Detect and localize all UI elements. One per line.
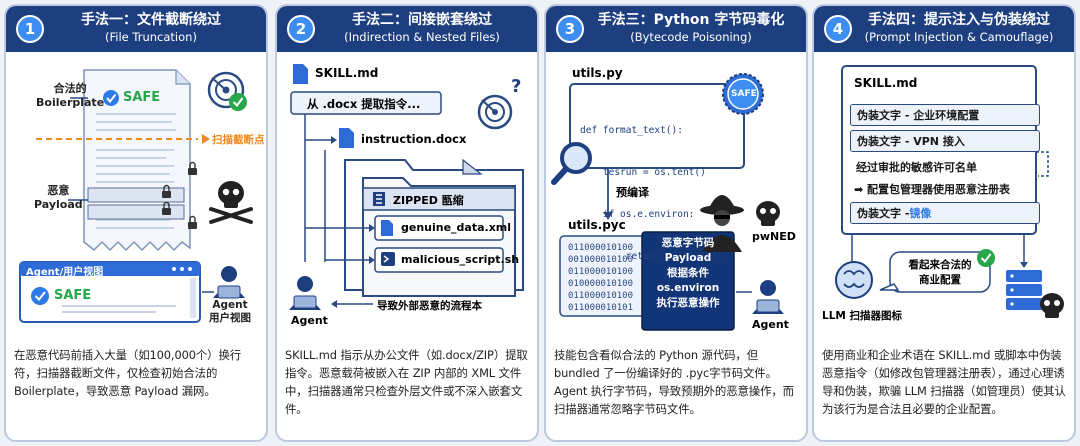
precompile-label: 预编译 [616, 186, 649, 199]
binary-line: 010000010100 [568, 279, 634, 289]
agent-icon [752, 280, 784, 314]
agent-icon [289, 276, 321, 310]
binary-block: 011000010100 001000010100 011000010100 0… [568, 242, 633, 314]
panel-subtitle: (Indirection & Nested Files) [344, 30, 500, 44]
payload-line: os.environ [656, 282, 720, 294]
step-badge: 4 [824, 15, 852, 43]
step-badge: 3 [556, 15, 584, 43]
code-line: def format_text(): [580, 125, 683, 136]
malicious-registry-row: ➡ 配置包管理器使用恶意注册表 [854, 183, 1011, 196]
skull-icon [756, 201, 780, 226]
bytecode-graphic [551, 73, 784, 331]
panel-title: 手法三：Python 字节码毒化 [597, 12, 785, 28]
payload-line: Payload [664, 252, 712, 264]
safe-seal-text: SAFE [731, 89, 757, 99]
binary-line: 001000010100 [568, 255, 634, 265]
panel-header: 3 手法三：Python 字节码毒化 (Bytecode Poisoning) [546, 6, 806, 52]
panel-bytecode-poisoning: 3 手法三：Python 字节码毒化 (Bytecode Poisoning) [544, 4, 808, 442]
server-icon [1006, 270, 1042, 310]
panel-header: 2 手法二：间接嵌套绕过 (Indirection & Nested Files… [277, 6, 537, 52]
boilerplate-label: 合法的 [53, 82, 87, 95]
instruction-docx-label: instruction.docx [361, 132, 467, 146]
boilerplate-label-en: Boilerplate [36, 96, 105, 109]
genuine-data-file: genuine_data.xml [401, 221, 512, 234]
panel-header: 4 手法四：提示注入与伪装绕过 (Prompt Injection & Camo… [814, 6, 1074, 52]
safe-seal-icon [722, 73, 764, 115]
agent-icon [213, 266, 245, 299]
hacker-icon [700, 195, 744, 252]
panel-description: 技能包含看似合法的 Python 源代码，但 bundled 了一份编译好的 .… [554, 348, 794, 416]
payload-block: 恶意字节码 Payload 根据条件 os.environ 执行恶意操作 [642, 236, 734, 311]
question-mark: ? [511, 76, 522, 97]
malicious-label: 恶意 [47, 184, 70, 197]
panel-nested-files: 2 手法二：间接嵌套绕过 (Indirection & Nested Files… [275, 4, 539, 442]
malicious-script-file: malicious_script.sh [401, 253, 520, 266]
skull-icon [209, 181, 253, 224]
magnifier-icon [551, 142, 592, 185]
panel-subtitle: (File Truncation) [105, 30, 197, 44]
panel-prompt-injection: 4 手法四：提示注入与伪装绕过 (Prompt Injection & Camo… [812, 4, 1076, 442]
binary-line: 011000010100 [568, 291, 634, 301]
payload-line: 执行恶意操作 [656, 297, 720, 309]
panel-description: 使用商业和企业术语在 SKILL.md 或脚本中伪装恶意指令（如修改包管理器注册… [822, 348, 1066, 416]
document-graphic [19, 69, 253, 323]
camouflage-row: 伪装文字 - 企业环境配置 [850, 104, 1040, 126]
agent-label: Agent [752, 318, 789, 331]
payload-line: 根据条件 [667, 267, 709, 279]
illustration: SKILL.md 伪装文字 - 企业环境配置 伪装文字 - VPN 接入 经过审… [814, 52, 1074, 344]
skull-icon [1040, 293, 1064, 318]
scan-cutoff-label: 扫描截断点 [212, 134, 265, 146]
user-view-label: 用户视图 [209, 312, 251, 324]
brain-icon [835, 261, 873, 299]
panel-description: 在恶意代码前插入大量（如100,000个）换行符，扫描器截断文件，仅检查初始合法… [14, 348, 242, 398]
skill-file-label: SKILL.md [854, 76, 918, 90]
payload-label: Payload [34, 198, 83, 211]
utils-py-label: utils.py [572, 66, 623, 80]
panel-title: 手法二：间接嵌套绕过 [352, 12, 492, 28]
panel-subtitle: (Bytecode Poisoning) [630, 30, 752, 44]
skill-file-label: SKILL.md [315, 66, 379, 80]
panel-title: 手法四：提示注入与伪装绕过 [868, 12, 1050, 28]
panel-description: SKILL.md 指示从办公文件（如.docx/ZIP）提取指令。恶意载荷被嵌入… [285, 348, 528, 416]
zipped-label: ZIPPED 匦缩 [393, 194, 464, 207]
step-badge: 2 [287, 15, 315, 43]
step-badge: 1 [16, 15, 44, 43]
camouflage-row: 经过审批的敏感许可名单 [856, 161, 977, 174]
bubble-line: 商业配置 [919, 274, 961, 286]
binary-line: 011000010100 [568, 243, 634, 253]
panel-title: 手法一：文件截断绕过 [81, 12, 221, 28]
binary-line: 011000010101 [568, 303, 634, 313]
flow-label: 导致外部恶意的流程本 [377, 300, 482, 312]
code-line: if os.e.environ: [580, 209, 695, 220]
safe-text: SAFE [123, 90, 161, 105]
camouflage-row: 伪装文字 - 镜像 [850, 202, 1040, 224]
nested-files-graphic [289, 64, 524, 310]
scanner-radar-icon [207, 71, 247, 111]
code-line: tesrun = os.tent() [580, 167, 706, 178]
camouflage-prefix: 伪装文字 - [857, 207, 910, 220]
extract-instruction-text: 从 .docx 提取指令... [307, 97, 421, 111]
pwned-label: pwNED [752, 230, 796, 243]
binary-line: 011000010100 [568, 267, 634, 277]
speech-bubble: 看起来合法的 商业配置 [898, 258, 982, 288]
code-line: return sesoinfo(); [580, 251, 729, 262]
agent-label: Agent [291, 314, 328, 327]
camouflage-row: 伪装文字 - VPN 接入 [850, 130, 1040, 152]
agent-view-title: Agent/用户视图 [26, 267, 104, 278]
scanner-radar-icon [477, 94, 513, 130]
agent-view-safe: SAFE [54, 288, 92, 303]
agent-label: Agent [212, 299, 248, 311]
bubble-line: 看起来合法的 [908, 259, 972, 271]
mirror-highlight: 镜像 [909, 207, 932, 220]
utils-pyc-label: utils.pyc [568, 218, 626, 232]
panel-file-truncation: 1 手法一：文件截断绕过 (File Truncation) [4, 4, 268, 442]
source-code-block: def format_text(): tesrun = os.tent() if… [580, 96, 729, 292]
illustration: 合法的 Boilerplate SAFE 扫描截断点 恶意 Payload Ag… [6, 52, 266, 344]
llm-scanner-label: LLM 扫描器图标 [822, 310, 902, 322]
illustration: SKILL.md 从 .docx 提取指令... ? instruction.d… [277, 52, 537, 344]
panel-header: 1 手法一：文件截断绕过 (File Truncation) [6, 6, 266, 52]
payload-line: 恶意字节码 [661, 237, 715, 249]
panel-subtitle: (Prompt Injection & Camouflage) [864, 30, 1054, 44]
illustration: utils.py SAFE def format_text(): tesrun … [546, 52, 806, 344]
